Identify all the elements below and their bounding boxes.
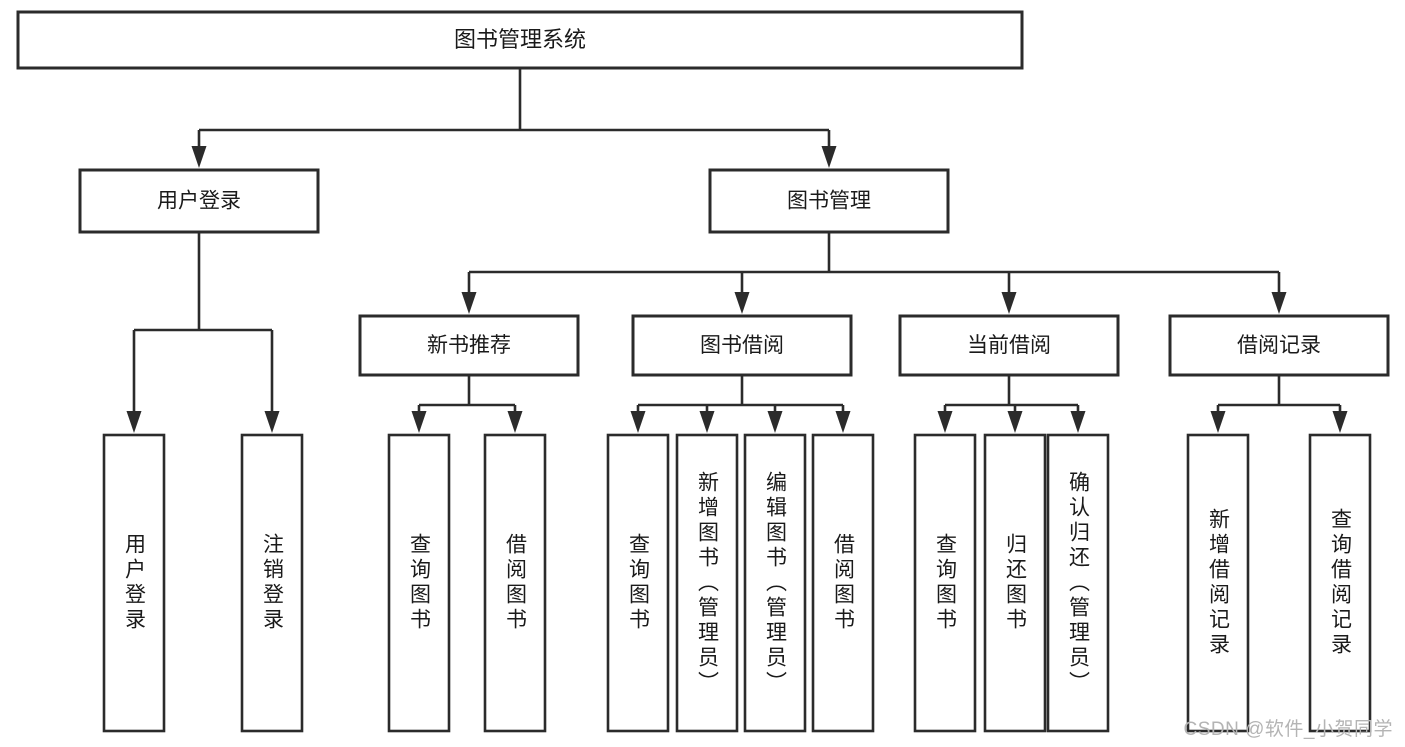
node-box-leaf-user-login[interactable] xyxy=(102,433,166,733)
node-box-leaf-user-logout[interactable] xyxy=(240,433,304,733)
conn-book-borrow-arrow-3 xyxy=(835,411,851,433)
node-box-leaf-borrow-book-1[interactable] xyxy=(483,433,547,733)
conn-book-borrow-arrow-0 xyxy=(630,411,646,433)
conn-bookmgmt-arrow-0 xyxy=(461,292,477,314)
node-box-leaf-borrow-book-2[interactable] xyxy=(811,433,875,733)
conn-book-borrow-arrow-1 xyxy=(699,411,715,433)
conn-new-book-recommend-arrow-1 xyxy=(507,411,523,433)
node-label-borrow-records: 借阅记录 xyxy=(1237,334,1321,357)
node-box-user-login[interactable] xyxy=(78,168,320,234)
node-box-leaf-return-book[interactable] xyxy=(983,433,1047,733)
watermark-text: CSDN @软件_小贺同学 xyxy=(1183,719,1393,740)
conn-bookmgmt-arrow-2 xyxy=(1001,292,1017,314)
conn-bookmgmt-arrow-1 xyxy=(734,292,750,314)
node-box-leaf-query-borrow-record[interactable] xyxy=(1308,433,1372,733)
conn-book-borrow-arrow-2 xyxy=(767,411,783,433)
node-label-new-book-recommend: 新书推荐 xyxy=(427,334,511,357)
node-box-book-borrow[interactable] xyxy=(631,314,853,377)
node-box-current-borrow[interactable] xyxy=(898,314,1120,377)
node-label-book-borrow: 图书借阅 xyxy=(700,334,784,357)
node-box-leaf-query-book-1[interactable] xyxy=(387,433,451,733)
node-box-leaf-query-book-3[interactable] xyxy=(913,433,977,733)
node-box-book-management[interactable] xyxy=(708,168,950,234)
boxes-layer xyxy=(16,10,1390,733)
node-box-leaf-add-book-admin[interactable] xyxy=(675,433,739,733)
connectors-layer xyxy=(126,68,1348,433)
conn-borrow-records-arrow-1 xyxy=(1332,411,1348,433)
conn-borrow-records-arrow-0 xyxy=(1210,411,1226,433)
conn-current-borrow-arrow-0 xyxy=(937,411,953,433)
conn-root-arrow-0 xyxy=(191,146,207,168)
node-box-leaf-confirm-return-admin[interactable] xyxy=(1046,433,1110,733)
conn-user-login-arrow-0 xyxy=(126,411,142,433)
node-box-leaf-edit-book-admin[interactable] xyxy=(743,433,807,733)
conn-current-borrow-arrow-1 xyxy=(1007,411,1023,433)
conn-new-book-recommend-arrow-0 xyxy=(411,411,427,433)
node-box-leaf-query-book-2[interactable] xyxy=(606,433,670,733)
node-label-book-management: 图书管理 xyxy=(787,190,871,213)
node-label-current-borrow: 当前借阅 xyxy=(967,334,1051,357)
node-label-root: 图书管理系统 xyxy=(454,27,586,52)
conn-root-arrow-1 xyxy=(821,146,837,168)
node-box-leaf-add-borrow-record[interactable] xyxy=(1186,433,1250,733)
node-box-root[interactable] xyxy=(16,10,1024,70)
conn-current-borrow-arrow-2 xyxy=(1070,411,1086,433)
node-box-borrow-records[interactable] xyxy=(1168,314,1390,377)
conn-user-login-arrow-1 xyxy=(264,411,280,433)
node-box-new-book-recommend[interactable] xyxy=(358,314,580,377)
conn-bookmgmt-arrow-3 xyxy=(1271,292,1287,314)
node-label-user-login: 用户登录 xyxy=(157,190,241,213)
